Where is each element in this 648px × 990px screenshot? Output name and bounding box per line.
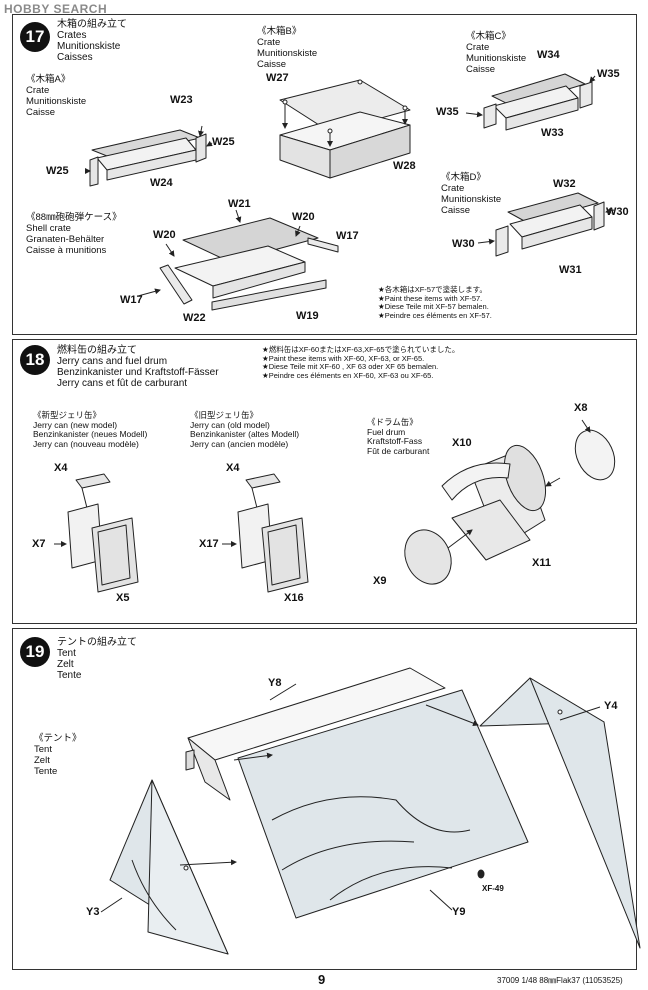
part-label-w33: W33 bbox=[541, 127, 564, 139]
part-label-x10: X10 bbox=[452, 437, 472, 449]
footer-code: 37009 1/48 88㎜Flak37 (11053525) bbox=[497, 976, 623, 985]
part-label-w28: W28 bbox=[393, 160, 416, 172]
part-label-y8: Y8 bbox=[268, 677, 282, 689]
part-label-w20: W20 bbox=[292, 211, 315, 223]
paint-callout-xf49: XF-49 bbox=[482, 884, 504, 893]
shell-crate-caption: 《88㎜砲砲弾ケース》 Shell crate Granaten-Behälte… bbox=[26, 212, 122, 256]
part-label-w25: W25 bbox=[46, 165, 69, 177]
crate-d-drawing bbox=[477, 192, 615, 257]
part-label-w31: W31 bbox=[559, 264, 582, 276]
part-label-w34: W34 bbox=[537, 49, 560, 61]
crate-a-caption: 《木箱A》 Crate Munitionskiste Caisse bbox=[26, 74, 87, 118]
step-18-title: 燃料缶の組み立て Jerry cans and fuel drum Benzin… bbox=[57, 345, 219, 389]
fuel-drum-caption: 《ドラム缶》 Fuel drum Kraftstoff-Fass Fût de … bbox=[367, 417, 430, 456]
watermark: HOBBY SEARCH bbox=[4, 2, 108, 16]
step-19-title: テントの組み立て Tent Zelt Tente bbox=[57, 637, 137, 681]
part-label-w35: W35 bbox=[597, 68, 620, 80]
part-label-w27: W27 bbox=[266, 72, 289, 84]
tent-caption: 《テント》 Tent Zelt Tente bbox=[34, 733, 82, 777]
part-label-w23: W23 bbox=[170, 94, 193, 106]
part-label-x9: X9 bbox=[373, 575, 387, 587]
crate-c-caption: 《木箱C》 Crate Munitionskiste Caisse bbox=[466, 31, 527, 75]
part-label-w30: W30 bbox=[452, 238, 475, 250]
jerry-can-new-caption: 《新型ジェリ缶》 Jerry can (new model) Benzinkan… bbox=[33, 410, 148, 449]
crate-b-caption: 《木箱B》 Crate Munitionskiste Caisse bbox=[257, 26, 318, 70]
step-18-badge: 18 bbox=[20, 345, 50, 375]
part-label-w24: W24 bbox=[150, 177, 173, 189]
jerry-can-old-caption: 《旧型ジェリ缶》 Jerry can (old model) Benzinkan… bbox=[190, 410, 300, 449]
part-label-w35: W35 bbox=[436, 106, 459, 118]
step-17-badge: 17 bbox=[20, 22, 50, 52]
part-label-x16: X16 bbox=[284, 592, 304, 604]
step-17-paint-note: ★各木箱はXF-57で塗装します。 ★Paint these items wit… bbox=[378, 285, 492, 320]
part-label-w19: W19 bbox=[296, 310, 319, 322]
step-17-title: 木箱の組み立て Crates Munitionskiste Caisses bbox=[57, 19, 127, 63]
part-label-w20: W20 bbox=[153, 229, 176, 241]
part-label-x11: X11 bbox=[532, 557, 551, 569]
crate-d-caption: 《木箱D》 Crate Munitionskiste Caisse bbox=[441, 172, 502, 216]
part-label-w17: W17 bbox=[120, 294, 143, 306]
step-18-paint-note: ★燃料缶はXF-60またはXF-63,XF-65で塗られていました。 ★Pain… bbox=[262, 345, 460, 380]
page-number: 9 bbox=[318, 972, 326, 987]
part-label-y4: Y4 bbox=[604, 700, 618, 712]
part-label-y3: Y3 bbox=[86, 906, 100, 918]
part-label-w30: W30 bbox=[606, 206, 629, 218]
fuel-drum-drawing bbox=[404, 419, 616, 585]
part-label-x5: X5 bbox=[116, 592, 130, 604]
crate-a-drawing bbox=[85, 125, 213, 187]
shell-crate-drawing bbox=[137, 209, 339, 311]
tent-drawing bbox=[100, 667, 641, 955]
part-label-x4: X4 bbox=[226, 462, 240, 474]
part-label-w21: W21 bbox=[228, 198, 251, 210]
part-label-x17: X17 bbox=[199, 538, 219, 550]
jerry-can-old-drawing bbox=[222, 473, 309, 593]
crate-c-drawing bbox=[465, 73, 596, 131]
crate-b-drawing bbox=[279, 79, 411, 179]
part-label-w22: W22 bbox=[183, 312, 206, 324]
part-label-x4: X4 bbox=[54, 462, 68, 474]
part-label-w17: W17 bbox=[336, 230, 359, 242]
part-label-y9: Y9 bbox=[452, 906, 466, 918]
step-19-badge: 19 bbox=[20, 637, 50, 667]
part-label-x8: X8 bbox=[574, 402, 588, 414]
part-label-x7: X7 bbox=[32, 538, 46, 550]
part-label-w25: W25 bbox=[212, 136, 235, 148]
jerry-can-new-drawing bbox=[54, 473, 139, 593]
part-label-w32: W32 bbox=[553, 178, 576, 190]
